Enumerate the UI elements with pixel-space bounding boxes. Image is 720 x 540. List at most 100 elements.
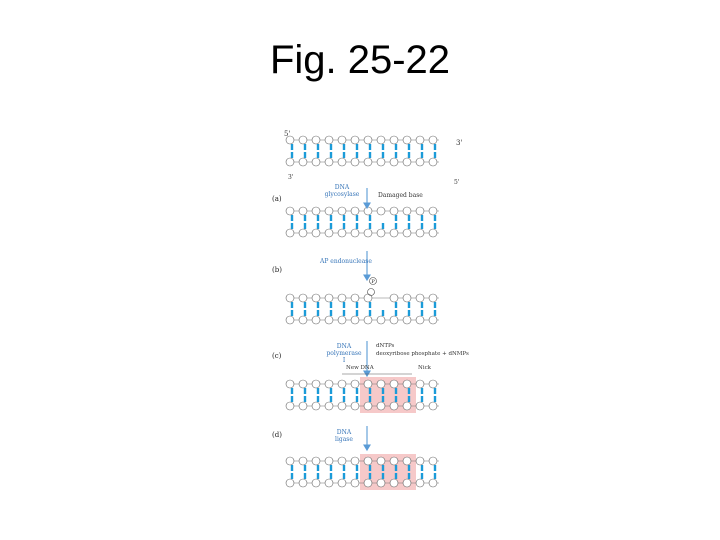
nucleotide [337,293,347,303]
nucleotide [350,315,360,325]
nucleotide [376,379,386,389]
slide-title: Fig. 25-22 [269,38,451,82]
nucleotide [337,456,347,466]
nucleotide [415,315,425,325]
nucleotide [324,315,334,325]
nucleotide [402,135,412,145]
three-prime-label: 3' [456,139,462,147]
nucleotide [415,401,425,411]
nucleotide [324,135,334,145]
nucleotide [350,157,360,167]
nucleotide [415,228,425,238]
nucleotide [311,478,321,488]
nucleotide [402,293,412,303]
nucleotide [389,456,399,466]
nucleotide [285,206,295,216]
nucleotide [311,456,321,466]
nucleotide [285,135,295,145]
new-dna-label: New DNA [346,365,375,371]
nucleotide [389,401,399,411]
nucleotide [363,135,373,145]
nucleotide [415,157,425,167]
nucleotide [415,478,425,488]
panel-letter-c: (c) [272,352,282,360]
nucleotide [324,456,334,466]
nucleotide [350,293,360,303]
five-prime-label-bottom: 5' [454,179,460,186]
nucleotide [428,456,438,466]
nucleotide [350,478,360,488]
dntps-label: dNTPs [376,343,395,349]
nucleotide [350,228,360,238]
nucleotide [350,206,360,216]
nucleotide [376,135,386,145]
nucleotide [376,157,386,167]
five-prime-label: 5' [284,130,290,138]
nucleotide [298,379,308,389]
nucleotide [363,228,373,238]
phosphate-label: P [371,279,375,285]
nucleotide [389,206,399,216]
nucleotide [428,478,438,488]
nucleotide [298,135,308,145]
nucleotide [337,135,347,145]
nucleotide [298,478,308,488]
nucleotide [285,379,295,389]
nucleotide [298,401,308,411]
nucleotide [311,315,321,325]
nucleotide [350,401,360,411]
nucleotide [389,157,399,167]
nucleotide [350,456,360,466]
nucleotide [389,293,399,303]
nucleotide [363,401,373,411]
nucleotide [337,401,347,411]
sugar-icon [367,288,375,296]
phosphate-icon [369,277,377,285]
nucleotide [363,206,373,216]
nucleotide [324,228,334,238]
nucleotide [376,478,386,488]
panel-letter-b: (b) [272,266,282,274]
nucleotide [415,456,425,466]
nucleotide [428,135,438,145]
nucleotide [363,379,373,389]
pol1-label-3: I [343,357,346,364]
nucleotide [337,228,347,238]
nucleotide [298,293,308,303]
nucleotide [285,478,295,488]
nucleotide [298,315,308,325]
glycosylase-label-2: glycosylase [325,191,360,198]
nucleotide [285,157,295,167]
nucleotide [298,206,308,216]
panel-letter-a: (a) [272,195,282,203]
nucleotide [298,157,308,167]
glycosylase-label-1: DNA [335,184,350,191]
nucleotide [363,315,373,325]
nucleotide [415,135,425,145]
nucleotide [337,478,347,488]
nick-label: Nick [418,365,432,371]
nucleotide [376,456,386,466]
nucleotide [311,293,321,303]
nucleotide [402,157,412,167]
ligase-label-1: DNA [337,429,352,436]
nucleotide [402,228,412,238]
ap-endonuclease-label: AP endonuclease [319,258,372,265]
duplex-after-ligase [285,454,439,490]
released-label: deoxyribose phosphate + dNMPs [376,351,469,357]
damaged-base-label: Damaged base [378,192,423,199]
duplex-after-glycosylase [285,206,439,238]
nucleotide [428,379,438,389]
nucleotide [285,293,295,303]
nucleotide [337,379,347,389]
nucleotide [324,478,334,488]
nucleotide [350,135,360,145]
dna-repair-figure: 5' 3' 3' 5' (a) (b) (c) (d) DNA glycosyl… [272,130,469,490]
nucleotide [285,456,295,466]
nucleotide [389,315,399,325]
nucleotide [389,228,399,238]
nucleotide [428,206,438,216]
nucleotide [324,206,334,216]
nucleotide [415,206,425,216]
nucleotide [376,228,386,238]
